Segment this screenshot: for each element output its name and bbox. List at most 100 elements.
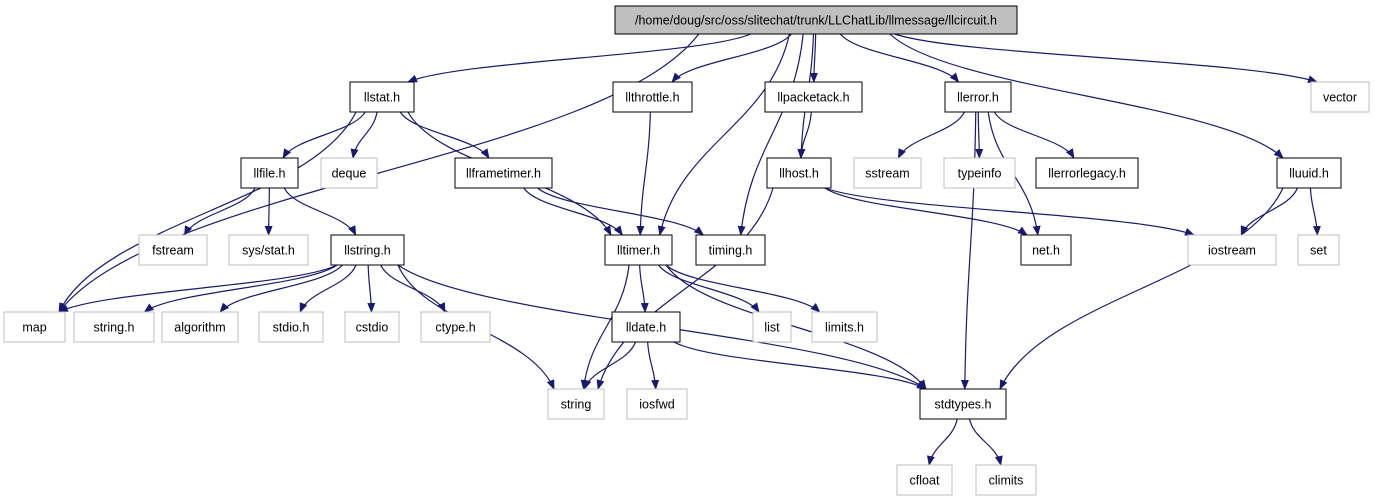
node-fstream: fstream <box>138 234 208 266</box>
edge-arrow <box>975 111 984 159</box>
edge-arrow <box>596 187 774 390</box>
node-llhost[interactable]: llhost.h <box>766 157 832 189</box>
edge-arrow <box>889 33 1284 159</box>
edge-arrow <box>665 264 927 390</box>
edge-lldate-to-stdtypes <box>673 341 927 390</box>
node-label: lltimer.h <box>617 243 660 257</box>
edge-arrow <box>927 418 958 466</box>
edge-llcircuit-to-vector <box>894 33 1318 83</box>
node-llpacketack[interactable]: llpacketack.h <box>764 81 863 113</box>
edge-arrow <box>839 33 960 83</box>
node-sstream: sstream <box>853 157 922 189</box>
edge-arrow <box>1309 187 1321 236</box>
edge-arrow <box>1240 187 1299 236</box>
node-llerror[interactable]: llerror.h <box>944 81 1012 113</box>
node-iosfwd: iosfwd <box>626 388 688 420</box>
node-label: llstat.h <box>364 90 400 104</box>
edge-arrow <box>350 111 378 159</box>
node-llerrorlegacy[interactable]: llerrorlegacy.h <box>1035 157 1139 189</box>
node-box <box>1035 157 1139 189</box>
node-stringh: string.h <box>73 311 155 343</box>
node-box <box>853 157 922 189</box>
node-label: limits.h <box>825 320 864 334</box>
node-limits: limits.h <box>811 311 878 343</box>
edge-arrow <box>219 264 343 313</box>
edge-arrow <box>58 33 700 313</box>
edge-llstring-to-stringh <box>143 264 338 313</box>
node-box <box>975 464 1037 496</box>
node-box <box>626 388 688 420</box>
edge-arrow <box>647 341 660 390</box>
edge-arrow <box>184 187 256 236</box>
node-box <box>896 464 953 496</box>
node-box <box>764 81 863 113</box>
node-llstat[interactable]: llstat.h <box>349 81 415 113</box>
edge-llstring-to-cstdio <box>367 264 376 313</box>
node-timing[interactable]: timing.h <box>695 234 766 266</box>
edge-lluuid-to-set <box>1309 187 1321 236</box>
node-layer: /home/doug/src/oss/slitechat/trunk/LLCha… <box>3 5 1370 496</box>
node-label: llerror.h <box>957 90 999 104</box>
node-stdtypes[interactable]: stdtypes.h <box>919 388 1007 420</box>
node-box <box>752 311 792 343</box>
node-label: deque <box>332 166 367 180</box>
edge-arrow <box>399 111 490 159</box>
node-llstring[interactable]: llstring.h <box>330 234 405 266</box>
node-box <box>454 157 553 189</box>
node-typeinfo: typeinfo <box>943 157 1016 189</box>
edge-llstring-to-algorithm <box>219 264 343 313</box>
node-net[interactable]: net.h <box>1020 234 1072 266</box>
node-box <box>919 388 1007 420</box>
edge-llcircuit-to-llpacketack <box>809 33 818 83</box>
node-stdio: stdio.h <box>258 311 324 343</box>
edge-arrow <box>283 187 357 236</box>
edge-stdtypes-to-cfloat <box>927 418 958 466</box>
edge-llhost-to-iostream <box>824 187 1195 236</box>
node-label: stdtypes.h <box>935 397 992 411</box>
node-label: algorithm <box>174 320 225 334</box>
edge-arrow <box>824 187 1028 236</box>
edge-llcircuit-to-lltimer <box>657 33 790 236</box>
node-llthrottle[interactable]: llthrottle.h <box>612 81 693 113</box>
node-label: climits <box>989 473 1024 487</box>
node-lltimer[interactable]: lltimer.h <box>604 234 673 266</box>
node-box <box>1276 157 1342 189</box>
edge-llcircuit-to-map <box>58 33 700 313</box>
node-list: list <box>752 311 792 343</box>
edge-llstat-to-deque <box>350 111 378 159</box>
edge-llstring-to-stdio <box>299 264 357 313</box>
node-lluuid[interactable]: lluuid.h <box>1276 157 1342 189</box>
edge-arrow <box>367 264 376 313</box>
edge-arrow <box>657 33 790 236</box>
node-box <box>695 234 766 266</box>
edge-lldate-to-iosfwd <box>647 341 660 390</box>
edge-lltimer-to-limits <box>665 264 821 313</box>
edge-llstat-to-llframetimer <box>399 111 490 159</box>
node-iostream: iostream <box>1187 234 1277 266</box>
edge-llerror-to-sstream <box>897 111 965 159</box>
edge-stdtypes-to-climits <box>968 418 1003 466</box>
edge-arrow <box>58 264 338 313</box>
node-climits: climits <box>975 464 1037 496</box>
edge-arrow <box>282 111 366 159</box>
edge-llcircuit-to-llstat <box>407 33 752 83</box>
node-label: cfloat <box>910 473 940 487</box>
node-llframetimer[interactable]: llframetimer.h <box>454 157 553 189</box>
node-llfile[interactable]: llfile.h <box>240 157 299 189</box>
edge-arrow <box>797 111 812 159</box>
edge-arrow <box>58 111 357 313</box>
node-label: llerrorlegacy.h <box>1048 166 1126 180</box>
node-box <box>612 81 693 113</box>
node-set: set <box>1297 234 1340 266</box>
node-box <box>138 234 208 266</box>
edge-lluuid-to-iostream <box>1240 187 1299 236</box>
node-lldate[interactable]: lldate.h <box>611 311 681 343</box>
edge-arrow <box>999 187 1284 390</box>
edge-llerror-to-typeinfo <box>975 111 984 159</box>
edge-arrow <box>671 33 792 83</box>
node-box <box>604 234 673 266</box>
edge-llcircuit-to-llthrottle <box>671 33 792 83</box>
node-llcircuit[interactable]: /home/doug/src/oss/slitechat/trunk/LLCha… <box>614 5 1018 35</box>
edge-arrow <box>897 111 965 159</box>
